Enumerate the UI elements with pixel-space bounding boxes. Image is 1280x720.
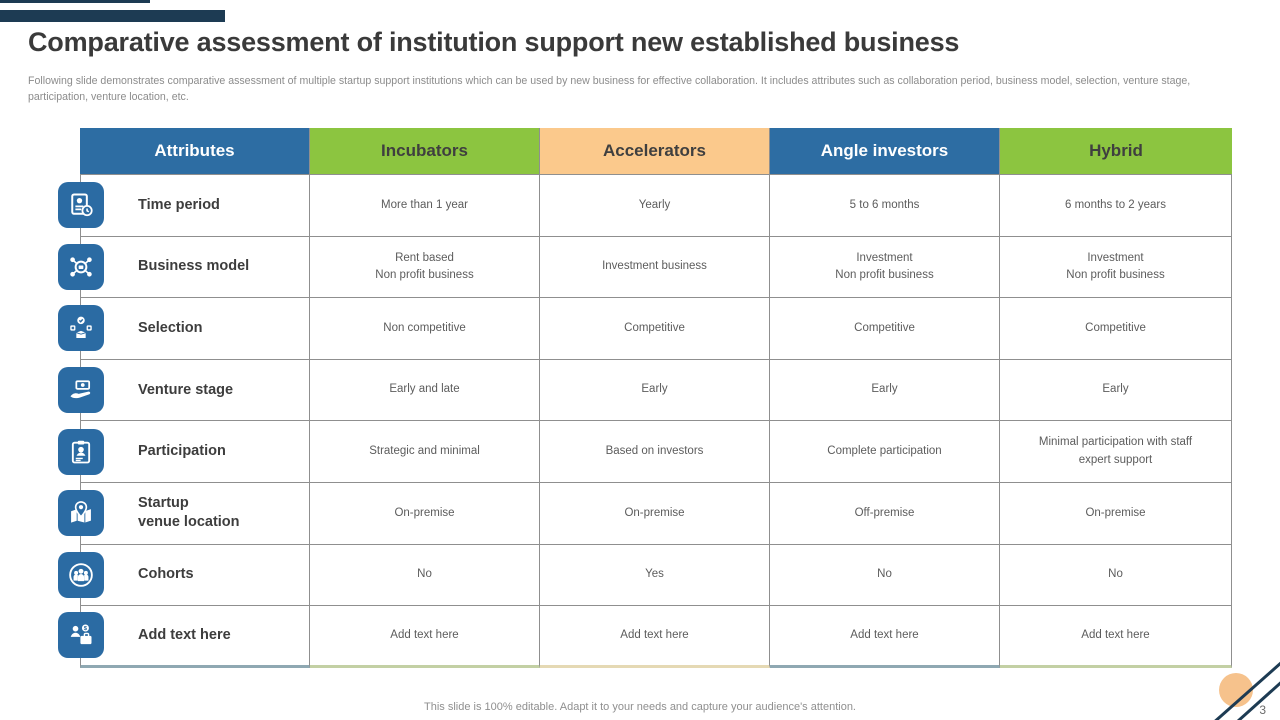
row-attribute-cell: Venture stage xyxy=(58,359,310,422)
table-cell-accelerators: Investment business xyxy=(540,236,770,299)
table-cell-hybrid: 6 months to 2 years xyxy=(1000,175,1232,237)
svg-text:$: $ xyxy=(84,626,88,632)
people-money-briefcase-icon: $ xyxy=(58,612,104,659)
table-cell-angle-investors: Early xyxy=(770,359,1000,422)
network-nodes-icon xyxy=(58,243,104,290)
footer-note: This slide is 100% editable. Adapt it to… xyxy=(424,701,856,713)
row-attribute-cell: Time period xyxy=(58,175,310,237)
people-group-icon xyxy=(58,551,104,598)
table-cell-angle-investors: Off-premise xyxy=(770,482,1000,545)
row-attribute-label: Startup venue location xyxy=(138,495,240,531)
table-header-hybrid: Hybrid xyxy=(1000,128,1232,175)
table-cell-angle-investors: No xyxy=(770,544,1000,607)
table-cell-accelerators: Yes xyxy=(540,544,770,607)
table-cell-hybrid: Investment Non profit business xyxy=(1000,236,1232,299)
table-cell-hybrid: Early xyxy=(1000,359,1232,422)
row-attribute-label: Time period xyxy=(138,196,220,213)
table-cell-incubators: Add text here xyxy=(310,606,540,668)
row-attribute-label: Participation xyxy=(138,443,226,460)
page-number: 3 xyxy=(1259,703,1266,717)
table-cell-incubators: More than 1 year xyxy=(310,175,540,237)
table-cell-accelerators: Add text here xyxy=(540,606,770,668)
table-cell-accelerators: Competitive xyxy=(540,298,770,360)
table-cell-hybrid: Add text here xyxy=(1000,606,1232,668)
row-attribute-label: Business model xyxy=(138,258,250,275)
map-pin-icon xyxy=(58,490,104,537)
table-cell-incubators: Non competitive xyxy=(310,298,540,360)
clipboard-person-icon xyxy=(58,428,104,475)
table-cell-accelerators: Early xyxy=(540,359,770,422)
table-cell-angle-investors: 5 to 6 months xyxy=(770,175,1000,237)
title-accent-strip xyxy=(0,0,150,3)
table-cell-incubators: No xyxy=(310,544,540,607)
row-attribute-cell: Participation xyxy=(58,421,310,483)
table-cell-hybrid: On-premise xyxy=(1000,482,1232,545)
id-card-clock-icon xyxy=(58,182,104,229)
table-header-angle-investors: Angle investors xyxy=(770,128,1000,175)
row-attribute-cell: Selection xyxy=(58,298,310,360)
table-cell-hybrid: Minimal participation with staff expert … xyxy=(1000,421,1232,483)
table-cell-angle-investors: Add text here xyxy=(770,606,1000,668)
slide-title: Comparative assessment of institution su… xyxy=(28,27,960,57)
table-header-attributes: Attributes xyxy=(80,128,310,175)
table-cell-hybrid: No xyxy=(1000,544,1232,607)
hand-money-icon xyxy=(58,367,104,414)
table-cell-incubators: Strategic and minimal xyxy=(310,421,540,483)
table-cell-hybrid: Competitive xyxy=(1000,298,1232,360)
selection-check-box-icon xyxy=(58,305,104,352)
row-attribute-cell: $ Add text here xyxy=(58,606,310,668)
row-attribute-cell: Startup venue location xyxy=(58,482,310,545)
table-cell-accelerators: Based on investors xyxy=(540,421,770,483)
pencil-decoration xyxy=(1214,661,1280,720)
slide-subtitle: Following slide demonstrates comparative… xyxy=(28,75,1191,103)
table-cell-angle-investors: Complete participation xyxy=(770,421,1000,483)
table-cell-incubators: Early and late xyxy=(310,359,540,422)
table-header-incubators: Incubators xyxy=(310,128,540,175)
table-cell-angle-investors: Competitive xyxy=(770,298,1000,360)
row-attribute-label: Venture stage xyxy=(138,381,234,398)
table-cell-incubators: Rent based Non profit business xyxy=(310,236,540,299)
table-cell-accelerators: Yearly xyxy=(540,175,770,237)
title-accent-bar xyxy=(0,10,225,22)
table-cell-angle-investors: Investment Non profit business xyxy=(770,236,1000,299)
table-header-accelerators: Accelerators xyxy=(540,128,770,175)
table-cell-incubators: On-premise xyxy=(310,482,540,545)
table-cell-accelerators: On-premise xyxy=(540,482,770,545)
row-attribute-cell: Cohorts xyxy=(58,544,310,607)
row-attribute-label: Add text here xyxy=(138,627,231,644)
row-attribute-label: Selection xyxy=(138,320,203,337)
row-attribute-cell: Business model xyxy=(58,236,310,299)
row-attribute-label: Cohorts xyxy=(138,566,194,583)
